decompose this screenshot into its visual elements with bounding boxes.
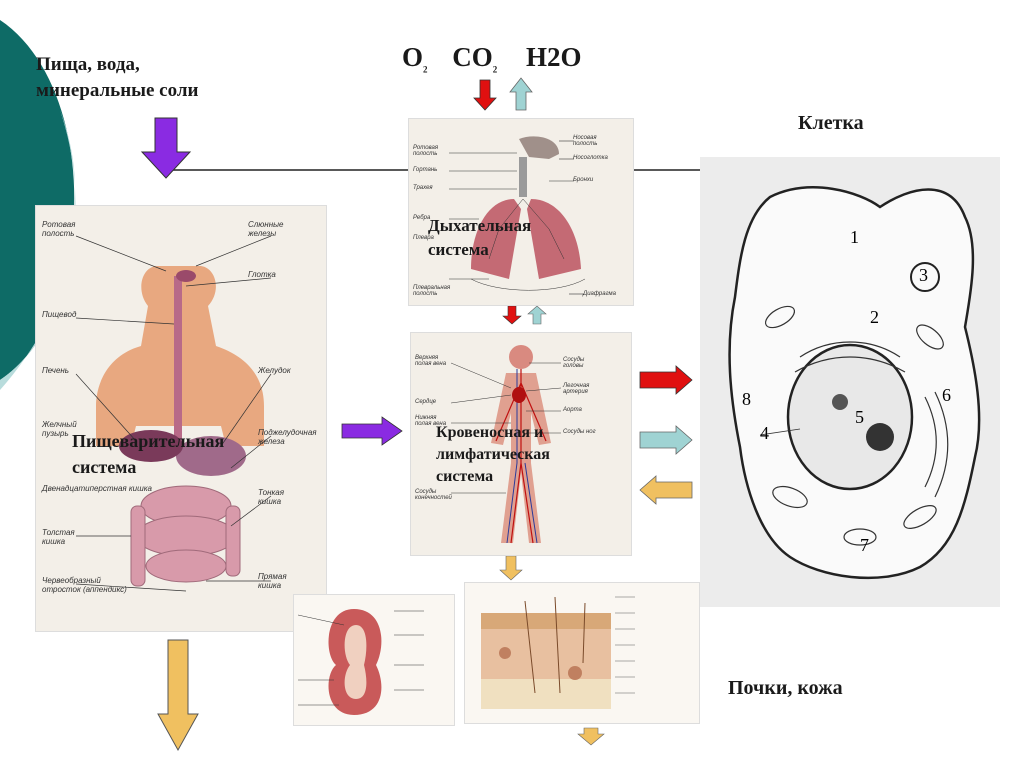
callout-stomach: Желудок <box>258 366 291 375</box>
resp-callout-larynx: Гортань <box>413 167 437 173</box>
respiratory-system-panel: Ротовая полость Гортань Трахея Ребра Пле… <box>408 118 634 306</box>
circ-callout-leg-vessels: Сосуды ног <box>563 429 596 435</box>
callout-liver: Печень <box>42 366 69 375</box>
cell-label-5: 5 <box>855 407 864 428</box>
callout-duodenum: Двенадцатиперстная кишка <box>42 484 162 493</box>
resp-callout-mouth: Ротовая полость <box>413 145 451 157</box>
callout-pharynx: Глотка <box>248 270 276 279</box>
cell-label-2: 2 <box>870 307 879 328</box>
skin-panel <box>464 582 700 724</box>
kidney-panel <box>293 594 455 726</box>
circulatory-label-line2: лимфатическая <box>436 444 550 466</box>
digestive-label-line1: Пищеварительная <box>72 428 224 454</box>
cell-label-3: 3 <box>919 265 928 286</box>
digestive-illustration <box>36 206 326 631</box>
callout-small-intestine: Тонкая кишка <box>258 488 308 506</box>
callout-pancreas: Поджелудочная железа <box>258 428 318 446</box>
resp-callout-trachea: Трахея <box>413 185 433 191</box>
cell-label-6: 6 <box>942 385 951 406</box>
resp-callout-diaphragm: Диафрагма <box>583 291 616 297</box>
resp-callout-pleural-cavity: Плевральная полость <box>413 285 458 297</box>
callout-rectum: Прямая кишка <box>258 572 308 590</box>
circulatory-label-line1: Кровеносная и <box>436 422 550 444</box>
cell-label-1: 1 <box>850 227 859 248</box>
callout-esophagus: Пищевод <box>42 310 76 319</box>
callout-salivary: Слюнные железы <box>248 220 308 238</box>
cell-label-8: 8 <box>742 389 751 410</box>
circ-callout-head-vessels: Сосуды головы <box>563 357 603 369</box>
resp-callout-nasopharynx: Носоглотка <box>573 155 608 161</box>
callout-appendix: Червеобразный отросток (аппендикс) <box>42 576 127 594</box>
cell-label-4: 4 <box>760 423 769 444</box>
callout-mouth: Ротовая полость <box>42 220 97 238</box>
skin-illustration <box>465 583 699 723</box>
resp-callout-nasal: Носовая полость <box>573 135 613 147</box>
circ-callout-pulmonary-artery: Легочная артерия <box>563 383 603 395</box>
respiratory-label-line1: Дыхательная <box>428 214 531 238</box>
callout-large-intestine: Толстая кишка <box>42 528 92 546</box>
digestive-system-label: Пищеварительная система <box>72 428 224 480</box>
respiratory-label-line2: система <box>428 238 531 262</box>
cell-illustration <box>700 157 1000 607</box>
circ-callout-heart: Сердце <box>415 399 436 405</box>
circ-callout-aorta: Аорта <box>563 407 582 413</box>
kidney-illustration <box>294 595 454 725</box>
respiratory-system-label: Дыхательная система <box>428 214 531 262</box>
circulatory-label-line3: система <box>436 466 550 488</box>
digestive-system-panel: Ротовая полость Слюнные железы Глотка Пи… <box>35 205 327 632</box>
resp-callout-bronchi: Бронхи <box>573 177 593 183</box>
cell-panel: 1 2 3 4 5 6 7 8 <box>700 157 1000 607</box>
cell-label-7: 7 <box>860 535 869 556</box>
digestive-label-line2: система <box>72 454 224 480</box>
circ-callout-limb-vessels: Сосуды конечностей <box>415 489 455 501</box>
circ-callout-superior-vena-cava: Верхняя полая вена <box>415 355 453 367</box>
circulatory-system-label: Кровеносная и лимфатическая система <box>436 422 550 488</box>
